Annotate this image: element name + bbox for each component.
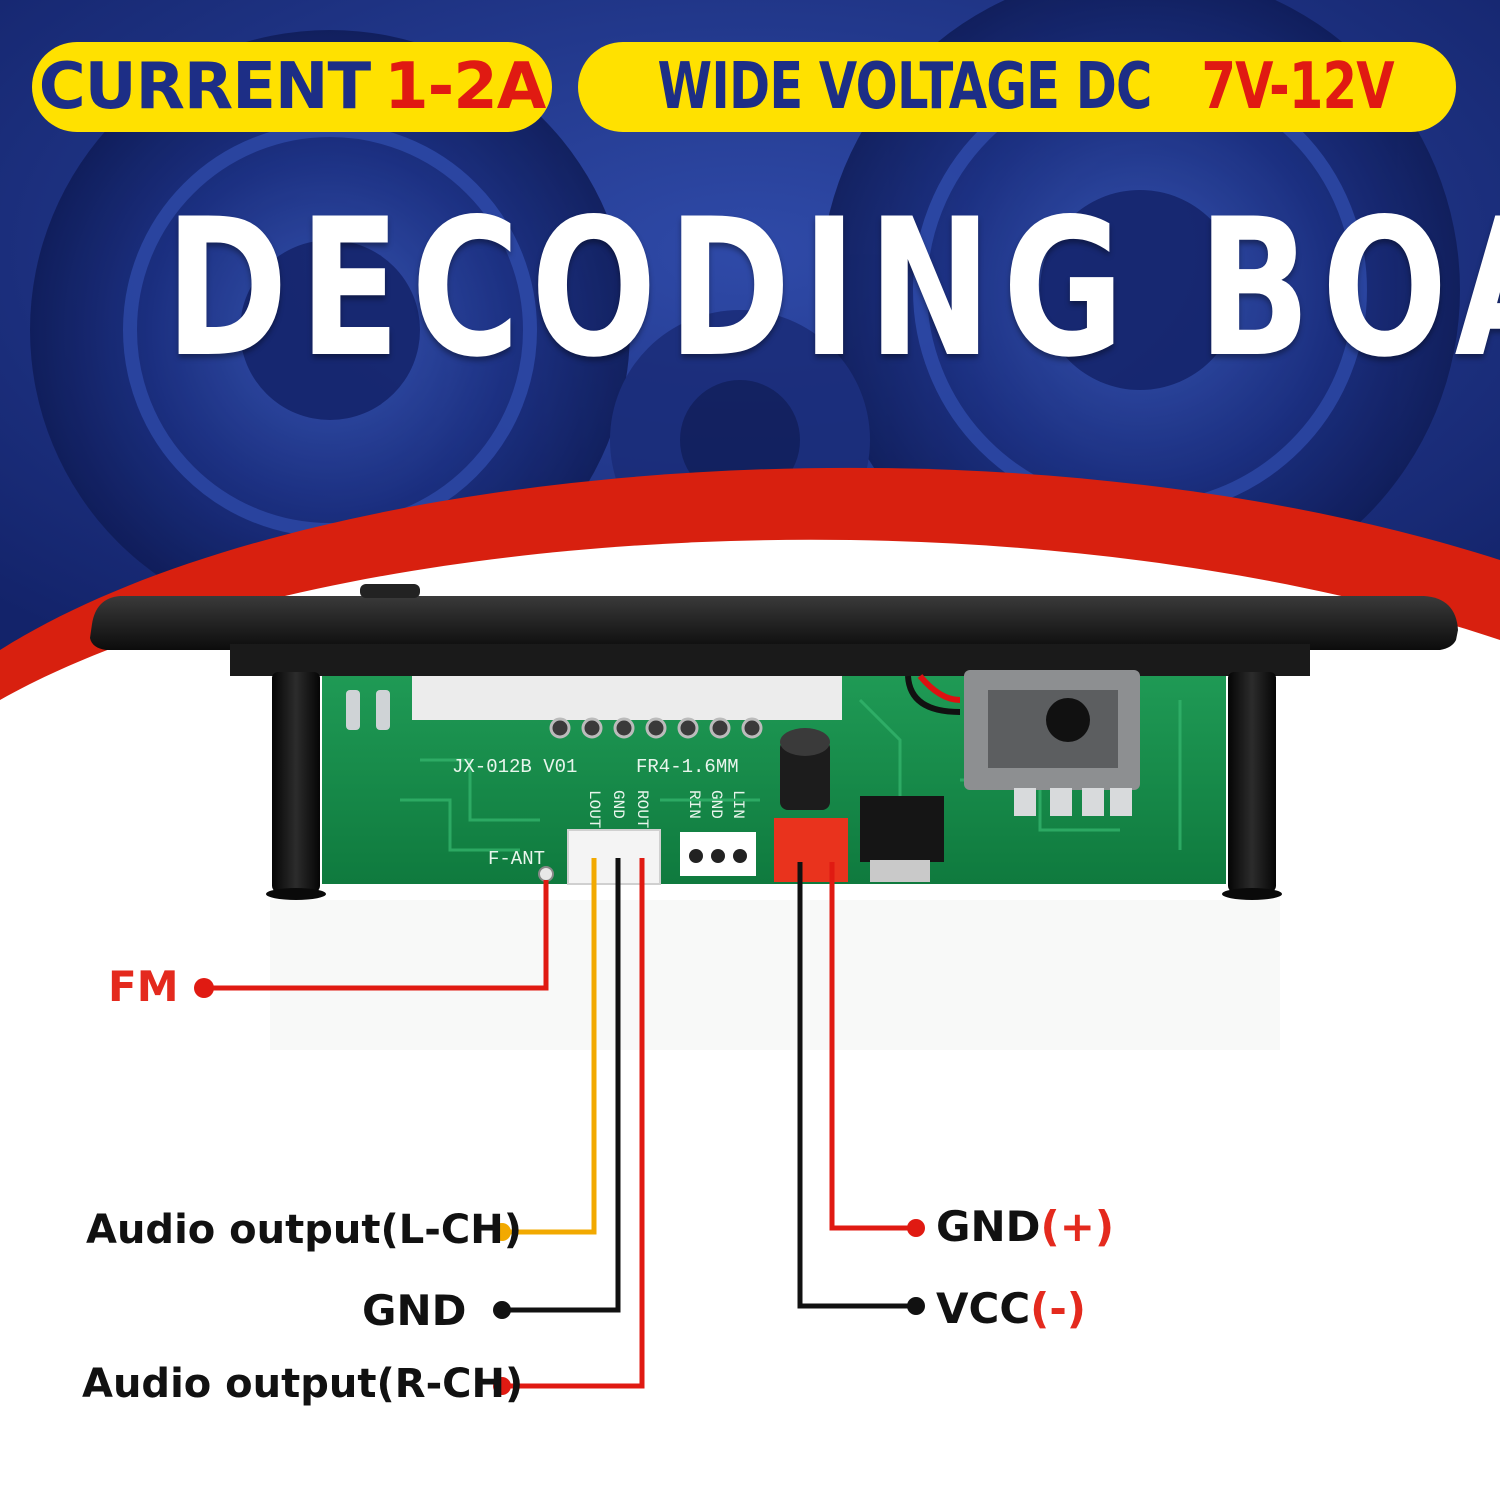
- audio-left-label: Audio output(L-CH): [86, 1207, 522, 1253]
- vcc-sign: (-): [1030, 1284, 1086, 1333]
- wiring: [204, 858, 916, 1389]
- voltage-label: WIDE VOLTAGE DC: [657, 50, 1152, 124]
- vcc-label: VCC(-): [936, 1288, 1086, 1330]
- gnd-label: GND: [362, 1286, 467, 1335]
- current-label: CURRENT: [38, 50, 371, 124]
- board-reflection: [270, 900, 1280, 1050]
- gnd-plus-text: GND: [936, 1202, 1041, 1251]
- mounting-post-left: [272, 672, 320, 892]
- rch-dot: [493, 1377, 511, 1395]
- silk-port-label-0: LOUT: [585, 790, 603, 828]
- audio-right-label: Audio output(R-CH): [82, 1361, 524, 1407]
- silk-port-label-2: ROUT: [633, 790, 651, 828]
- gnd-plus-label: GND(+): [936, 1206, 1114, 1248]
- page-title: DECODING BOARD: [165, 178, 1500, 399]
- power-connector: [774, 818, 848, 882]
- gnd-plus-dot: [907, 1219, 925, 1237]
- silk-model: JX-012B V01: [452, 756, 577, 778]
- silk-port-label-4: GND: [707, 790, 725, 819]
- fm-label: FM: [108, 962, 179, 1011]
- gnd-plus-sign: (+): [1040, 1202, 1115, 1251]
- current-value: 1-2A: [384, 50, 546, 124]
- audio-connector: [567, 829, 661, 885]
- current-badge: CURRENT 1-2A: [32, 42, 552, 132]
- fm-dot: [194, 978, 214, 998]
- voltage-value: 7V-12V: [1201, 50, 1394, 124]
- silk-fr4: FR4-1.6MM: [636, 756, 739, 778]
- vcc-text: VCC: [936, 1284, 1031, 1333]
- decoding-board: JX-012B V01 FR4-1.6MM F-ANT: [90, 584, 1458, 900]
- voltage-badge: WIDE VOLTAGE DC 7V-12V: [578, 42, 1456, 132]
- silk-port-label-3: RIN: [685, 790, 703, 819]
- silk-port-label-5: LIN: [729, 790, 747, 819]
- wire-dots: [194, 978, 925, 1395]
- gnd-dot: [493, 1301, 511, 1319]
- vcc-dot: [907, 1297, 925, 1315]
- silk-fant: F-ANT: [488, 848, 545, 870]
- lch-dot: [493, 1223, 511, 1241]
- silk-port-label-1: GND: [609, 790, 627, 819]
- mounting-post-right: [1228, 672, 1276, 892]
